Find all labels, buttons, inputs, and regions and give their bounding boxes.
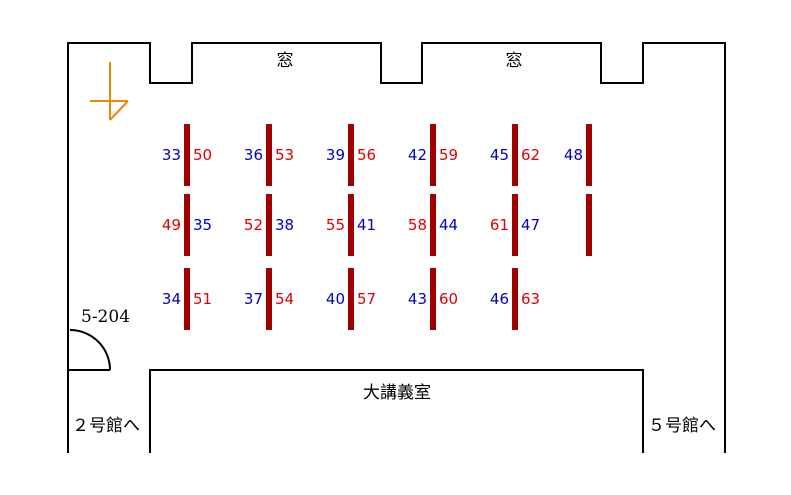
seat-number: 59: [439, 146, 458, 164]
desk: [430, 124, 436, 186]
seat-number: 55: [326, 216, 345, 234]
window-label-left: 窓: [277, 51, 294, 71]
seat-number: 61: [490, 216, 509, 234]
seat-number: 41: [357, 216, 376, 234]
seat-number: 58: [408, 216, 427, 234]
desk: [184, 268, 190, 330]
seat-number: 46: [490, 290, 509, 308]
desk: [512, 124, 518, 186]
seat-number: 38: [275, 216, 294, 234]
desk: [430, 268, 436, 330]
seat-number: 44: [439, 216, 458, 234]
seat-number: 63: [521, 290, 540, 308]
desk: [586, 194, 592, 256]
seat-number: 52: [244, 216, 263, 234]
seat-number: 47: [521, 216, 540, 234]
top-wall: [67, 42, 726, 453]
seat-number: 34: [162, 290, 181, 308]
seat-number: 51: [193, 290, 212, 308]
desk: [266, 268, 272, 330]
desk: [348, 124, 354, 186]
seat-number: 37: [244, 290, 263, 308]
door-swing-arc: [69, 329, 111, 371]
desk: [512, 268, 518, 330]
seat-number: 36: [244, 146, 263, 164]
desk: [184, 194, 190, 256]
seat-number: 60: [439, 290, 458, 308]
desk: [184, 124, 190, 186]
seat-number: 49: [162, 216, 181, 234]
seat-number: 40: [326, 290, 345, 308]
exit-right-label: ５号館へ: [648, 416, 716, 436]
seat-number: 43: [408, 290, 427, 308]
seat-number: 50: [193, 146, 212, 164]
seat-number: 35: [193, 216, 212, 234]
desk: [266, 124, 272, 186]
desk: [266, 194, 272, 256]
desk: [512, 194, 518, 256]
adjacent-room-label: 大講義室: [363, 383, 431, 403]
window-label-right: 窓: [506, 51, 523, 71]
desk: [348, 268, 354, 330]
walls: [67, 42, 726, 453]
desk: [430, 194, 436, 256]
seat-number: 56: [357, 146, 376, 164]
room-code-label: 5-204: [81, 307, 130, 327]
desk-layout: 33 50 36 53 39 56 42 59 45 62 48 49 35 52 38 55 41 58 44 61…: [162, 124, 592, 330]
desk: [586, 124, 592, 186]
seat-number: 39: [326, 146, 345, 164]
desk: [348, 194, 354, 256]
seat-number: 42: [408, 146, 427, 164]
seat-number: 48: [564, 146, 583, 164]
seat-number: 33: [162, 146, 181, 164]
seat-number: 53: [275, 146, 294, 164]
north-compass-icon: [90, 62, 129, 121]
seat-number: 54: [275, 290, 294, 308]
seat-number: 62: [521, 146, 540, 164]
seat-number: 45: [490, 146, 509, 164]
seat-number: 57: [357, 290, 376, 308]
exit-left-label: ２号館へ: [72, 416, 140, 436]
bottom-wall: [149, 369, 644, 453]
